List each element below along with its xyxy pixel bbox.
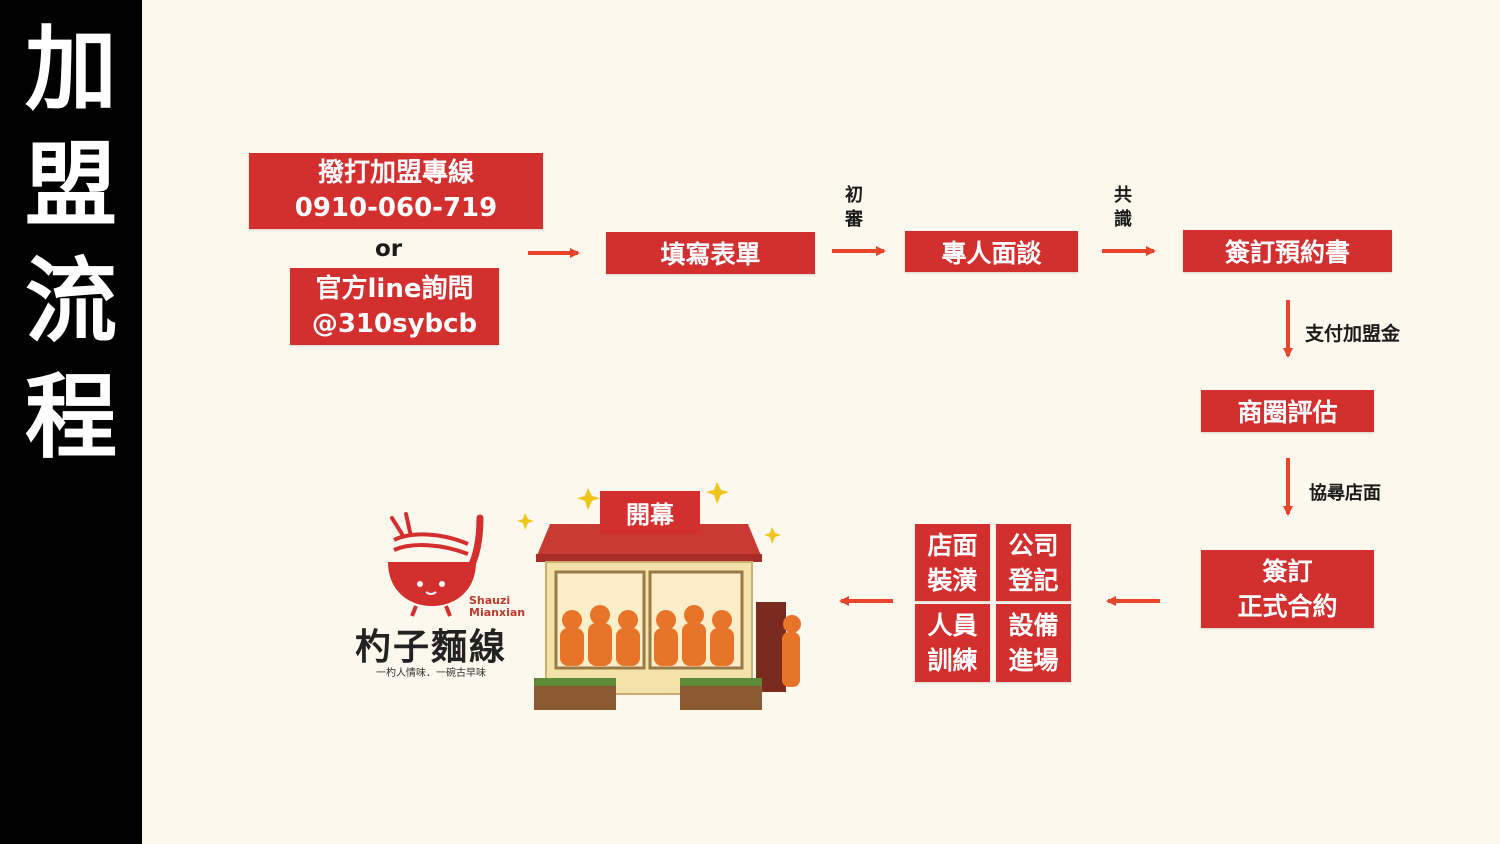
bowl-logo-icon [388, 512, 484, 617]
step-sign-prebook: 簽訂預約書 [1183, 230, 1392, 272]
contract-line2: 正式合約 [1237, 592, 1338, 621]
step-call-hotline: 撥打加盟專線 0910-060-719 [249, 153, 543, 229]
step-area-eval: 商圈評估 [1201, 390, 1374, 432]
title-char: 流 [24, 248, 117, 355]
shop-door [756, 602, 786, 692]
shop-illustration [517, 482, 801, 710]
step-interview: 專人面談 [905, 231, 1078, 272]
contract-line1: 簽訂 [1262, 557, 1313, 586]
call-label: 撥打加盟專線 [317, 158, 474, 188]
consensus-label: 共 識 [1114, 185, 1132, 230]
step-fill-form: 填寫表單 [606, 232, 815, 274]
shop-roof [536, 524, 762, 558]
interview-label: 專人面談 [941, 238, 1042, 268]
fill-form-label: 填寫表單 [660, 240, 761, 269]
line-id: @310sybcb [311, 308, 478, 339]
logo-brand-name: 杓子麵線 [355, 626, 508, 668]
title-char: 程 [24, 364, 117, 471]
logo-tagline: 一杓人情味．一碗古早味 [376, 668, 486, 679]
sparkle-icon [517, 513, 534, 530]
task-registration: 公司 登記 [996, 524, 1071, 601]
sparkle-icon [706, 482, 729, 504]
sign-prebook-label: 簽訂預約書 [1224, 238, 1350, 267]
title-char: 加 [24, 16, 117, 123]
opening-sign: 開幕 [600, 491, 700, 534]
title-char: 盟 [24, 132, 117, 239]
logo-english-name: Shauzi Mianxian [469, 594, 526, 619]
or-label: or [375, 236, 403, 262]
call-phone: 0910-060-719 [294, 193, 498, 223]
review-label: 初 審 [845, 185, 863, 230]
customers [560, 605, 734, 666]
pay-fee-label: 支付加盟金 [1305, 323, 1401, 345]
planter [680, 684, 762, 710]
area-eval-label: 商圈評估 [1237, 398, 1338, 427]
planter [534, 684, 616, 710]
task-decoration: 店面 裝潢 [915, 524, 990, 601]
sidebar: 加 盟 流 程 [0, 0, 142, 844]
sparkle-icon [577, 488, 600, 510]
task-training: 人員 訓練 [915, 604, 990, 682]
step-contract: 簽訂 正式合約 [1201, 550, 1374, 628]
page-title: 加 盟 流 程 [0, 12, 142, 476]
step-line-inquiry: 官方line詢問 @310sybcb [290, 268, 499, 345]
task-equipment: 設備 進場 [996, 604, 1071, 682]
find-store-label: 協尋店面 [1309, 483, 1381, 504]
line-label: 官方line詢問 [315, 273, 474, 304]
sparkle-icon [764, 527, 781, 544]
